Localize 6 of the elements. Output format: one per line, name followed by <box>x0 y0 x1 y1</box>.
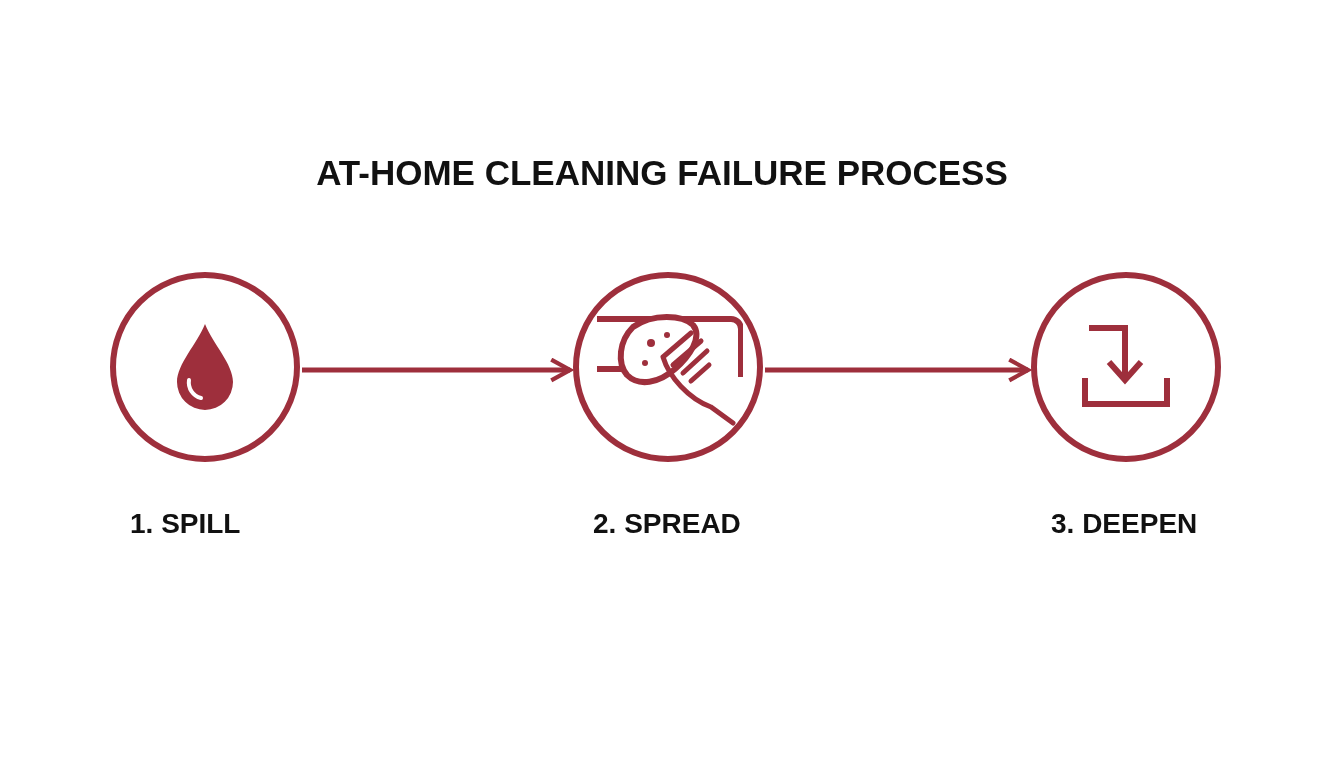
diagram-title: AT-HOME CLEANING FAILURE PROCESS <box>316 153 1008 193</box>
step-label: 1. SPILL <box>130 508 241 540</box>
step-label: 3. DEEPEN <box>1051 508 1198 540</box>
arrow <box>765 357 1031 383</box>
step-label: 2. SPREAD <box>593 508 741 540</box>
arrow <box>302 357 573 383</box>
